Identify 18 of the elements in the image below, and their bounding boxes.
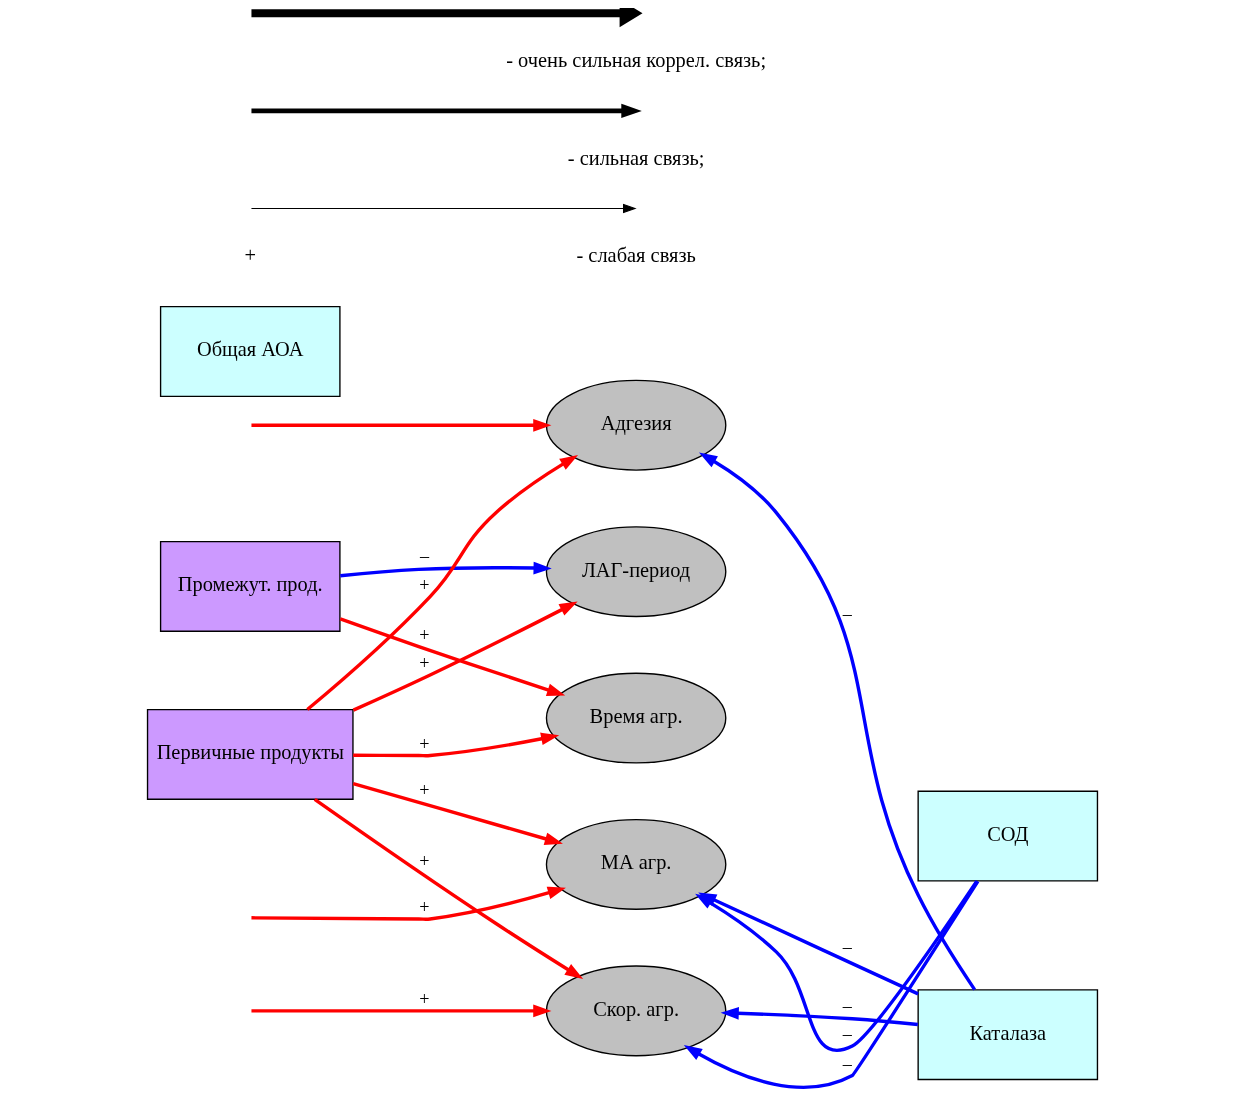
edge-label: + (418, 850, 430, 871)
edge-label: – (842, 1024, 852, 1045)
label: + (243, 244, 256, 267)
edge-label: + (418, 653, 430, 674)
edge-label: + (418, 780, 430, 801)
edge-label: – (842, 995, 852, 1016)
edge-label: – (842, 936, 852, 957)
legend-label: - сильная связь; (567, 146, 704, 169)
edge-label: + (418, 897, 430, 918)
edge-label: + (418, 574, 430, 595)
edge-label: – (419, 546, 429, 567)
edge-label: – (842, 1053, 852, 1074)
edge-label: + (418, 733, 430, 754)
legend-label: - очень сильная коррел. связь; (505, 49, 766, 72)
edge-label: + (418, 988, 430, 1009)
edge-label: – (842, 604, 852, 625)
edge-label: + (418, 624, 430, 645)
legend-label: - слабая связь (575, 244, 696, 267)
